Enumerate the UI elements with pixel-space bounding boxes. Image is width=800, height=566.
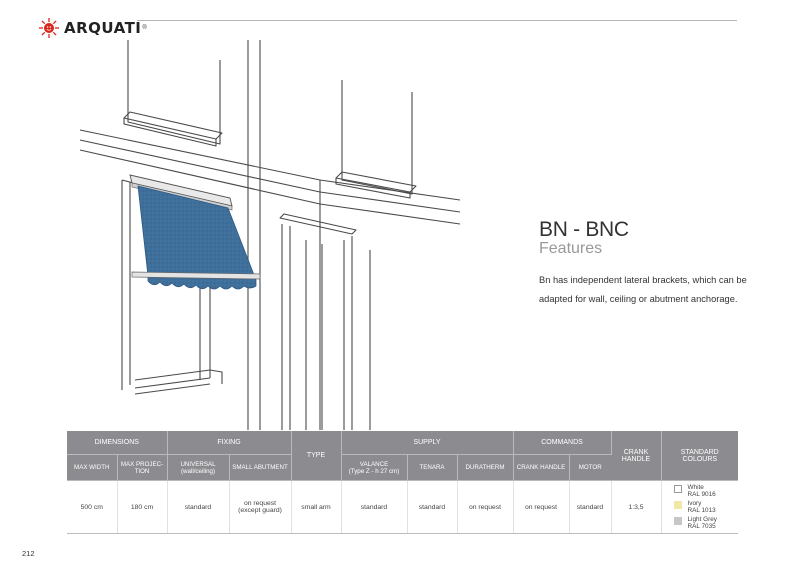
cell-standard-colours: White RAL 9016 Ivory RAL 1013 Light Grey…: [661, 480, 738, 534]
cell-crank-ratio: 1:3,5: [611, 480, 662, 534]
cell-duratherm: on request: [457, 480, 514, 534]
group-fixing: FIXING: [167, 431, 292, 455]
cell-max-width: 500 cm: [67, 480, 118, 534]
sun-logo-icon: [39, 18, 59, 38]
colour-swatch: [673, 501, 682, 509]
colour-swatch: [673, 485, 682, 493]
building-awning-illustration: [79, 40, 461, 430]
page-number: 212: [22, 549, 35, 558]
col-motor: MOTOR: [569, 454, 611, 481]
brand-name: ARQUATI: [64, 19, 142, 37]
colour-item-light-grey: Light Grey RAL 7035: [673, 516, 737, 530]
cell-tenara: standard: [407, 480, 458, 534]
cell-max-projection: 180 cm: [117, 480, 168, 534]
cell-motor: standard: [569, 480, 612, 534]
group-dimensions: DIMENSIONS: [67, 431, 168, 455]
colour-item-white: White RAL 9016: [673, 484, 737, 498]
cell-crank-handle: on request: [513, 480, 570, 534]
col-valance: VALANCE (Type Z - h 27 cm): [341, 454, 408, 481]
group-standard-colours: STANDARD COLOURS: [661, 431, 738, 481]
product-subtitle: Features: [539, 240, 603, 257]
cell-universal: standard: [167, 480, 230, 534]
cell-valance: standard: [341, 480, 408, 534]
colour-name: White RAL 9016: [687, 484, 716, 498]
col-tenara: TENARA: [407, 454, 458, 481]
product-title: BN - BNC: [539, 218, 629, 241]
colour-list: White RAL 9016 Ivory RAL 1013 Light Grey…: [664, 484, 737, 530]
table-group-header-row: DIMENSIONS FIXING TYPE SUPPLY COMMANDS C…: [67, 431, 738, 481]
col-max-projection: MAX PROJEC- TION: [117, 454, 168, 481]
col-duratherm: DURATHERM: [457, 454, 514, 481]
col-crank-handle: CRANK HANDLE: [513, 454, 570, 481]
colour-swatch: [673, 517, 682, 525]
table-row: 500 cm 180 cm standard on request (excep…: [67, 480, 738, 534]
cell-type: small arm: [291, 480, 342, 534]
col-max-width: MAX WIDTH: [67, 454, 118, 481]
col-universal: UNIVERSAL (wall/ceiling): [167, 454, 230, 481]
col-small-abutment: SMALL ABUTMENT: [229, 454, 292, 481]
product-description: Bn has independent lateral brackets, whi…: [539, 275, 747, 304]
colour-name: Ivory RAL 1013: [687, 500, 716, 514]
colour-name: Light Grey RAL 7035: [687, 516, 717, 530]
colour-item-ivory: Ivory RAL 1013: [673, 500, 737, 514]
group-supply: SUPPLY: [341, 431, 514, 455]
group-commands: COMMANDS: [513, 431, 612, 455]
specification-table: DIMENSIONS FIXING TYPE SUPPLY COMMANDS C…: [67, 431, 738, 534]
registered-mark: ®: [142, 25, 147, 31]
group-type: TYPE: [291, 431, 342, 481]
cell-small-abutment: on request (except guard): [229, 480, 292, 534]
header-rule: [137, 20, 737, 21]
group-crank-handle: CRANK HANDLE: [611, 431, 662, 481]
table-column-header-row: MAX WIDTH MAX PROJEC- TION UNIVERSAL (wa…: [67, 454, 738, 481]
brand-logo: ARQUATI®: [38, 17, 147, 39]
